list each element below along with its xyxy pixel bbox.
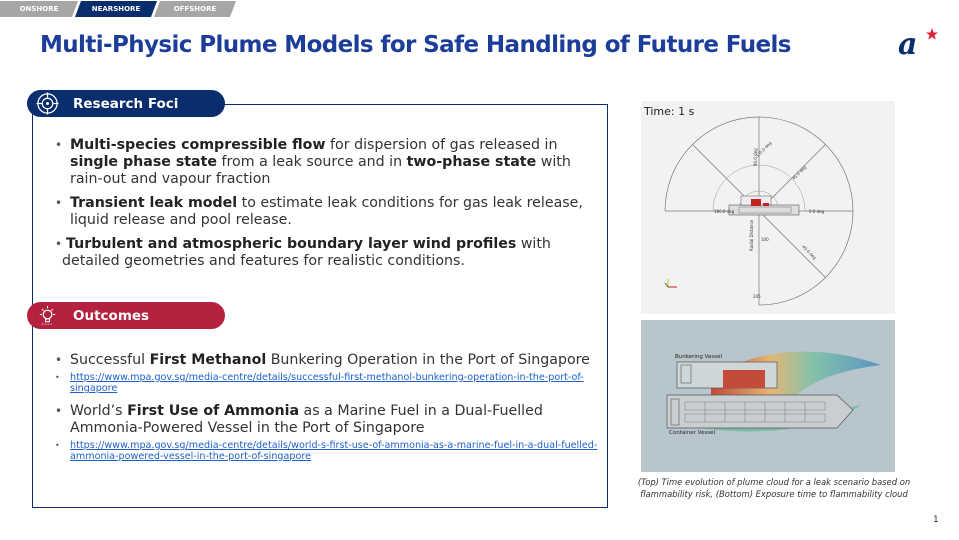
angle-label: 180.0 deg: [714, 209, 735, 214]
lightbulb-icon: [39, 305, 56, 325]
tab-nearshore[interactable]: NEARSHORE: [75, 1, 157, 17]
axes-triad-icon: [664, 279, 677, 288]
research-list: Multi-species compressible flow for disp…: [52, 137, 597, 277]
outcomes-title: Outcomes: [73, 307, 150, 324]
list-item: World’s First Use of Ammonia as a Marine…: [52, 403, 602, 437]
figure-caption: (Top) Time evolution of plume cloud for …: [637, 477, 911, 499]
methanol-link[interactable]: https://www.mpa.gov.sg/media-centre/deta…: [70, 372, 584, 394]
angle-label: -45.0 deg: [800, 243, 817, 260]
radial-label: 100: [761, 237, 769, 242]
angle-label: 45.0 deg: [791, 164, 807, 180]
radial-label: Radial Distance: [749, 219, 754, 251]
time-label: Time: 1 s: [643, 105, 695, 118]
angle-label: 90.0 deg: [753, 148, 758, 166]
tab-offshore[interactable]: OFFSHORE: [154, 1, 236, 17]
exposure-time-figure: Bunkering Vessel Container Vessel: [641, 320, 895, 472]
list-item: Multi-species compressible flow for disp…: [52, 137, 597, 188]
tab-onshore[interactable]: ONSHORE: [0, 1, 78, 17]
site-tabs: ONSHORE NEARSHORE OFFSHORE: [0, 1, 233, 17]
list-item: Transient leak model to estimate leak co…: [52, 195, 597, 229]
page-number: 1: [933, 515, 939, 525]
outcomes-list: Successful First Methanol Bunkering Oper…: [52, 352, 602, 471]
outcomes-header: Outcomes: [27, 302, 225, 329]
plume-time-evolution-figure: Time: 1 s 90.0 deg 135.0 deg 45.0 deg 18…: [641, 101, 895, 314]
page-title: Multi-Physic Plume Models for Safe Handl…: [40, 32, 791, 58]
ammonia-link[interactable]: https://www.mpa.gov.sg/media-centre/deta…: [70, 440, 598, 462]
research-foci-header: Research Foci: [27, 90, 225, 117]
list-item: Successful First Methanol Bunkering Oper…: [52, 352, 602, 369]
container-vessel-label: Container Vessel: [669, 430, 715, 436]
angle-label: 0.0 deg: [809, 209, 825, 214]
svg-text:a: a: [898, 27, 917, 60]
list-item: Turbulent and atmospheric boundary layer…: [52, 236, 597, 270]
bunkering-vessel-label: Bunkering Vessel: [675, 354, 722, 360]
radial-label: 245: [753, 294, 761, 299]
list-item: https://www.mpa.gov.sg/media-centre/deta…: [52, 372, 602, 394]
target-icon: [36, 92, 59, 115]
research-foci-title: Research Foci: [73, 95, 179, 112]
a-star-logo: a: [898, 27, 938, 60]
list-item: https://www.mpa.gov.sg/media-centre/deta…: [52, 440, 602, 462]
